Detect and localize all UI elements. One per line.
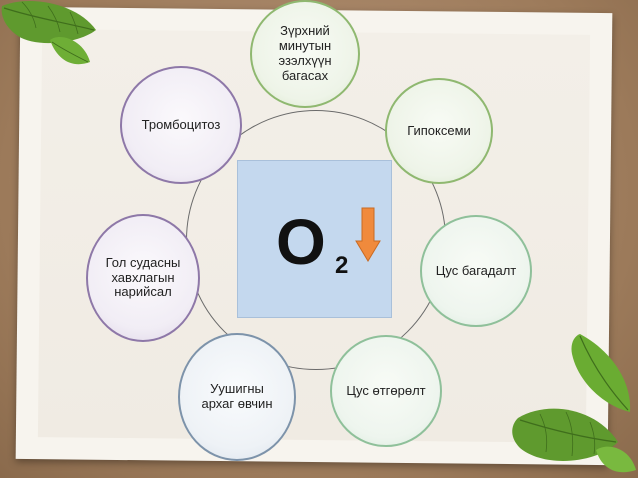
center-label: O xyxy=(276,206,326,278)
node-lower-left: Уушигны архаг өвчин xyxy=(178,333,296,461)
node-right: Цус багадалт xyxy=(420,215,532,327)
node-label: Гипоксеми xyxy=(407,122,471,138)
node-top: Зүрхний минутын эзэлхүүн багасах xyxy=(250,0,360,108)
node-lower-right: Цус өтгөрөлт xyxy=(330,335,442,447)
node-upper-right: Гипоксеми xyxy=(385,78,493,184)
node-label: Уушигны архаг өвчин xyxy=(201,381,273,411)
node-label: Цус өтгөрөлт xyxy=(346,382,426,398)
node-label: Цус багадалт xyxy=(435,262,517,278)
leaf-icon xyxy=(512,334,636,473)
down-arrow-icon xyxy=(355,207,381,262)
center-subscript: 2 xyxy=(335,252,349,279)
node-upper-left: Тромбоцитоз xyxy=(120,66,242,184)
leaf-icon xyxy=(1,0,96,65)
node-label: Гол судасны хавхлагын нарийсал xyxy=(105,254,181,300)
node-left: Гол судасны хавхлагын нарийсал xyxy=(86,214,200,342)
node-label: Зүрхний минутын эзэлхүүн багасах xyxy=(278,23,332,83)
node-label: Тромбоцитоз xyxy=(141,116,221,132)
